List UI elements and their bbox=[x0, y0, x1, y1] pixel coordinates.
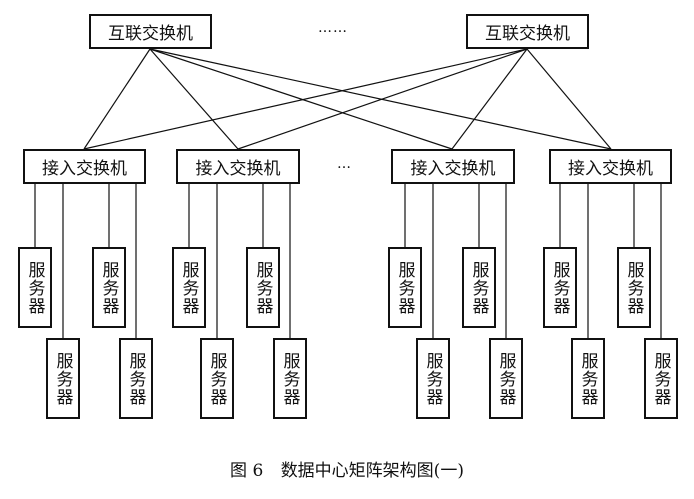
figure-number: 图 6 bbox=[230, 461, 264, 481]
server-label: 服务器 bbox=[52, 351, 73, 406]
access-switch-3: 接入交换机 bbox=[391, 149, 515, 184]
uplink-line bbox=[237, 48, 528, 150]
server-box: 服务器 bbox=[18, 247, 52, 328]
server-label: 服务器 bbox=[468, 260, 489, 315]
server-label: 服务器 bbox=[623, 260, 644, 315]
server-box: 服务器 bbox=[543, 247, 577, 328]
uplink-line bbox=[149, 48, 453, 150]
server-label: 服务器 bbox=[125, 351, 146, 406]
access-switch-2: 接入交换机 bbox=[176, 149, 300, 184]
core-switch-label: 互联交换机 bbox=[485, 24, 570, 44]
server-label: 服务器 bbox=[279, 351, 300, 406]
core-ellipsis: …… bbox=[318, 20, 348, 36]
access-switch-4: 接入交换机 bbox=[549, 149, 672, 184]
figure-title: 数据中心矩阵架构图(一) bbox=[280, 461, 464, 481]
figure-caption: 图 6 数据中心矩阵架构图(一) bbox=[0, 456, 694, 481]
server-box: 服务器 bbox=[617, 247, 651, 328]
uplink-line bbox=[83, 48, 528, 150]
server-box: 服务器 bbox=[46, 338, 80, 419]
access-switch-1: 接入交换机 bbox=[23, 149, 146, 184]
server-box: 服务器 bbox=[119, 338, 153, 419]
server-label: 服务器 bbox=[252, 260, 273, 315]
server-label: 服务器 bbox=[98, 260, 119, 315]
server-box: 服务器 bbox=[92, 247, 126, 328]
server-box: 服务器 bbox=[273, 338, 307, 419]
server-box: 服务器 bbox=[200, 338, 234, 419]
server-label: 服务器 bbox=[577, 351, 598, 406]
access-switch-label: 接入交换机 bbox=[410, 159, 496, 179]
server-label: 服务器 bbox=[206, 351, 227, 406]
server-label: 服务器 bbox=[495, 351, 516, 406]
server-label: 服务器 bbox=[422, 351, 443, 406]
server-label: 服务器 bbox=[24, 260, 45, 315]
access-ellipsis: … bbox=[337, 156, 352, 172]
uplink-line bbox=[149, 48, 239, 150]
server-box: 服务器 bbox=[644, 338, 678, 419]
server-box: 服务器 bbox=[246, 247, 280, 328]
server-box: 服务器 bbox=[489, 338, 523, 419]
core-switch-1: 互联交换机 bbox=[89, 14, 212, 49]
server-box: 服务器 bbox=[172, 247, 206, 328]
uplink-line bbox=[451, 48, 528, 150]
core-switch-label: 互联交换机 bbox=[108, 24, 193, 44]
access-switch-label: 接入交换机 bbox=[568, 159, 653, 179]
server-box: 服务器 bbox=[388, 247, 422, 328]
server-label: 服务器 bbox=[650, 351, 671, 406]
uplink-line bbox=[149, 48, 612, 150]
core-switch-2: 互联交换机 bbox=[466, 14, 589, 49]
server-label: 服务器 bbox=[549, 260, 570, 315]
uplink-line bbox=[83, 48, 151, 150]
server-label: 服务器 bbox=[394, 260, 415, 315]
server-box: 服务器 bbox=[571, 338, 605, 419]
server-label: 服务器 bbox=[178, 260, 199, 315]
access-switch-label: 接入交换机 bbox=[195, 159, 281, 179]
server-box: 服务器 bbox=[462, 247, 496, 328]
server-box: 服务器 bbox=[416, 338, 450, 419]
uplink-line bbox=[526, 48, 612, 150]
access-switch-label: 接入交换机 bbox=[42, 159, 127, 179]
